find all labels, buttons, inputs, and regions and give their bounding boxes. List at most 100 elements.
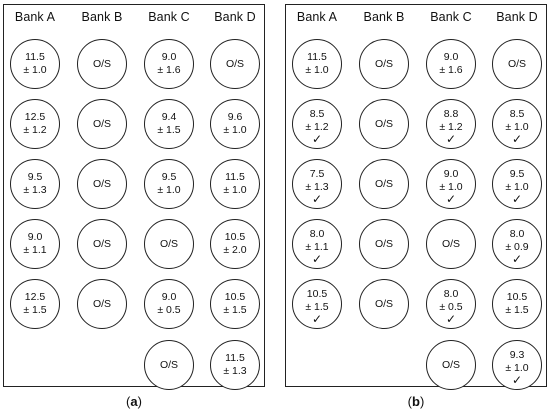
well-circle: O/S [359,219,409,269]
well-value: 10.5 [224,291,246,303]
well-value: O/S [441,358,461,371]
well-value: O/S [159,237,179,250]
well-uncertainty: ± 1.0 [505,121,529,133]
column-header-bank-d: Bank D [214,10,256,24]
well-value: 12.5 [24,291,46,303]
column-header-bank-d: Bank D [496,10,538,24]
well-circle: 11.5± 1.0 [10,39,60,89]
column-header-bank-b: Bank B [81,10,123,24]
well-circle: 8.0± 0.5✓ [426,279,476,329]
well-circle: 10.5± 1.5✓ [292,279,342,329]
well-value: 11.5 [225,352,245,364]
well-value: O/S [92,177,112,190]
well-value: 9.6 [227,111,243,123]
column-header-bank-a: Bank A [14,10,56,24]
well-value: 10.5 [306,288,328,300]
checkmark-icon: ✓ [511,132,523,146]
well-circle: 9.5± 1.0 [144,159,194,209]
well-circle: 9.4± 1.5 [144,99,194,149]
well-value: O/S [374,237,394,250]
caption-b-open: ( [407,394,413,409]
well-value: 11.5 [225,171,245,183]
well-uncertainty: ± 1.0 [439,181,463,193]
well-value: O/S [159,358,179,371]
well-circle: O/S [359,159,409,209]
column-header-bank-c: Bank C [430,10,472,24]
well-value: O/S [225,57,245,70]
well-value: 9.0 [161,291,177,303]
well-circle: 10.5± 2.0 [210,219,260,269]
well-uncertainty: ± 1.1 [23,244,47,256]
well-uncertainty: ± 0.9 [505,241,529,253]
well-uncertainty: ± 0.5 [157,304,181,316]
well-circle: 8.8± 1.2✓ [426,99,476,149]
well-value: O/S [374,117,394,130]
well-value: O/S [374,297,394,310]
well-uncertainty: ± 1.5 [23,304,47,316]
well-circle: O/S [77,279,127,329]
well-value: 9.5 [161,171,177,183]
checkmark-icon: ✓ [511,252,523,266]
well-circle: 10.5± 1.5 [210,279,260,329]
well-value: 7.5 [309,168,325,180]
well-circle: 9.3± 1.0✓ [492,340,542,390]
well-value: O/S [92,57,112,70]
well-value: O/S [92,297,112,310]
checkmark-icon: ✓ [445,132,457,146]
well-value: 8.5 [509,108,525,120]
well-circle: 8.0± 1.1✓ [292,219,342,269]
well-circle: O/S [426,219,476,269]
well-circle: 9.5± 1.3 [10,159,60,209]
checkmark-icon: ✓ [511,373,523,387]
well-value: 9.0 [161,51,177,63]
well-uncertainty: ± 1.0 [305,64,329,76]
well-uncertainty: ± 1.0 [157,184,181,196]
well-value: O/S [441,237,461,250]
caption-a-close: ) [137,394,142,409]
well-value: 9.5 [509,168,525,180]
well-uncertainty: ± 1.0 [223,184,247,196]
well-circle: 9.0± 1.6 [144,39,194,89]
well-value: 12.5 [24,111,46,123]
well-circle: 11.5± 1.0 [292,39,342,89]
well-circle: O/S [77,219,127,269]
well-circle: O/S [492,39,542,89]
well-circle: 12.5± 1.5 [10,279,60,329]
well-value: O/S [92,237,112,250]
well-uncertainty: ± 1.5 [305,301,329,313]
well-circle: O/S [77,159,127,209]
well-value: 8.0 [509,228,525,240]
well-circle: O/S [359,99,409,149]
well-value: O/S [507,57,527,70]
caption-a-open: ( [126,394,131,409]
checkmark-icon: ✓ [511,192,523,206]
column-header-bank-b: Bank B [363,10,405,24]
checkmark-icon: ✓ [445,192,457,206]
column-header-bank-a: Bank A [296,10,338,24]
checkmark-icon: ✓ [311,252,323,266]
well-circle: O/S [359,39,409,89]
well-uncertainty: ± 1.5 [157,124,181,136]
well-circle: 9.0± 0.5 [144,279,194,329]
well-circle: O/S [144,340,194,390]
caption-b: (b) [285,394,547,409]
well-circle: 8.0± 0.9✓ [492,219,542,269]
well-value: 10.5 [224,231,246,243]
well-value: 10.5 [506,291,528,303]
well-circle: 11.5± 1.3 [210,340,260,390]
well-uncertainty: ± 1.3 [23,184,47,196]
checkmark-icon: ✓ [445,312,457,326]
well-uncertainty: ± 1.0 [505,362,529,374]
column-header-bank-c: Bank C [148,10,190,24]
well-value: 9.0 [443,168,459,180]
well-circle: 12.5± 1.2 [10,99,60,149]
well-uncertainty: ± 1.3 [223,365,247,377]
well-uncertainty: ± 1.0 [505,181,529,193]
well-uncertainty: ± 2.0 [223,244,247,256]
well-circle: O/S [359,279,409,329]
well-circle: O/S [210,39,260,89]
well-circle: 9.0± 1.6 [426,39,476,89]
well-uncertainty: ± 1.6 [157,64,181,76]
well-value: O/S [374,57,394,70]
